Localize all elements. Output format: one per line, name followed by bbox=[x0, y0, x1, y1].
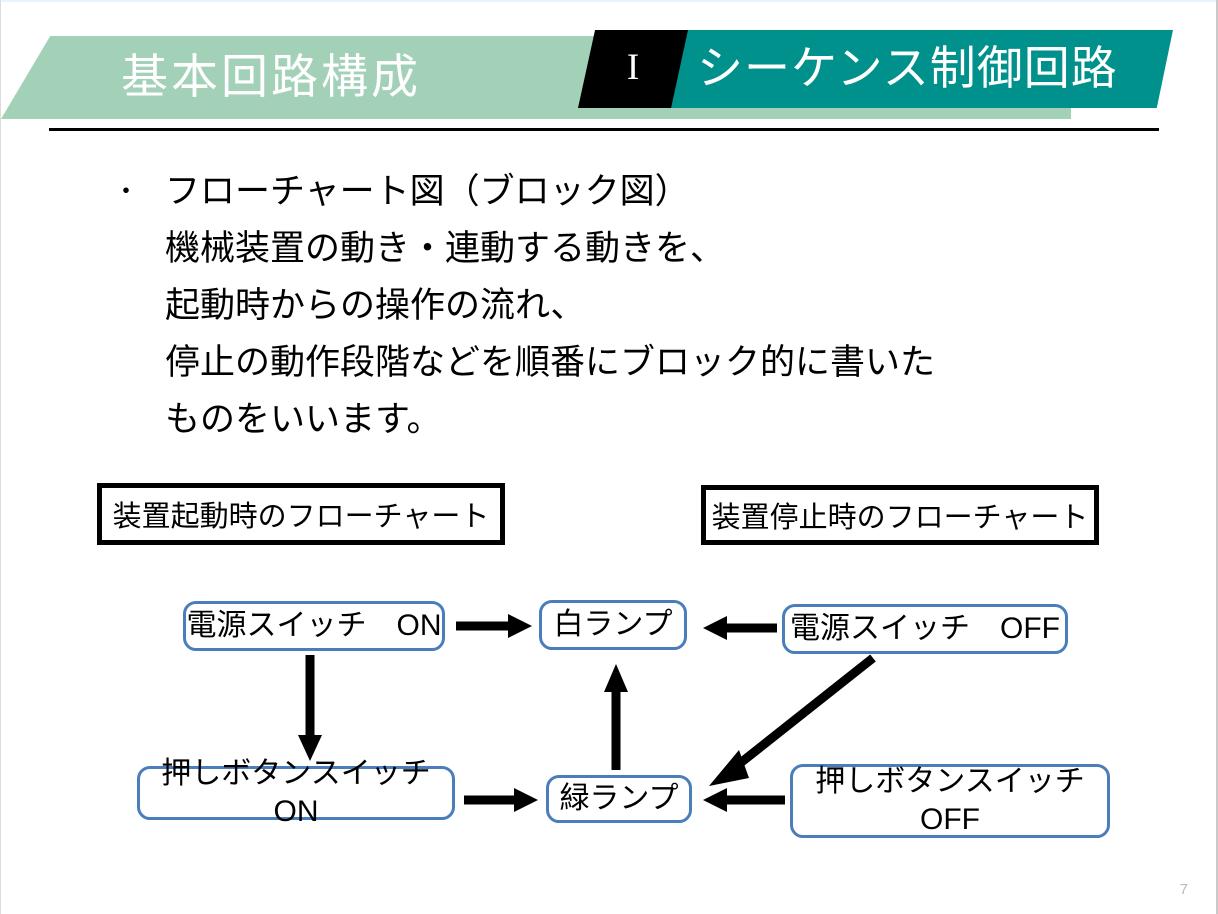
arrow-power-on-to-white-lamp bbox=[456, 612, 534, 640]
pushbutton-off-line-1: 押しボタンスイッチ bbox=[815, 765, 1085, 798]
body-text-block: ・フローチャート図（ブロック図） 機械装置の動き・連動する動きを、 起動時からの… bbox=[113, 163, 1113, 448]
page-number: 7 bbox=[1179, 881, 1188, 898]
flowchart-node-pushbutton-on: 押しボタンスイッチ ON bbox=[137, 757, 455, 828]
header-banner-black bbox=[578, 30, 688, 108]
body-line-5: ものをいいます。 bbox=[165, 400, 442, 439]
body-line-4: 停止の動作段階などを順番にブロック的に書いた bbox=[165, 343, 936, 382]
header-divider-rule bbox=[49, 128, 1159, 131]
arrow-pushbutton-off-to-green-lamp bbox=[701, 786, 785, 814]
section-subject: シーケンス制御回路 bbox=[697, 42, 1118, 94]
arrow-power-off-to-green-lamp-diagonal bbox=[701, 654, 881, 789]
flowchart-node-white-lamp: 白ランプ bbox=[539, 600, 687, 650]
flowchart-node-green-lamp: 緑ランプ bbox=[546, 775, 692, 823]
header-banner-teal bbox=[593, 30, 1173, 108]
flowchart-header-shutdown: 装置停止時のフローチャート bbox=[701, 485, 1099, 545]
flowchart-node-power-switch-on: 電源スイッチ ON bbox=[183, 601, 445, 651]
body-line-3: 起動時からの操作の流れ、 bbox=[165, 286, 586, 325]
arrow-power-off-to-white-lamp bbox=[701, 614, 777, 642]
page-title: 基本回路構成 bbox=[121, 50, 421, 103]
arrow-green-lamp-to-white-lamp bbox=[602, 662, 630, 772]
body-line-1-text: フローチャート図（ブロック図） bbox=[165, 172, 690, 211]
body-line-1: ・フローチャート図（ブロック図） bbox=[113, 163, 1113, 220]
arrow-power-on-to-pushbutton-on bbox=[296, 655, 324, 763]
flowchart-header-startup: 装置起動時のフローチャート bbox=[97, 483, 505, 545]
pushbutton-off-line-2: OFF bbox=[920, 803, 980, 836]
body-line-2: 機械装置の動き・連動する動きを、 bbox=[165, 229, 726, 268]
flowchart-node-power-switch-off: 電源スイッチ OFF bbox=[782, 604, 1068, 654]
arrow-pushbutton-on-to-green-lamp bbox=[464, 786, 540, 814]
flowchart-node-pushbutton-off: 押しボタンスイッチ OFF bbox=[790, 764, 1110, 838]
section-numeral: I bbox=[626, 47, 640, 88]
bullet-icon: ・ bbox=[113, 176, 140, 206]
